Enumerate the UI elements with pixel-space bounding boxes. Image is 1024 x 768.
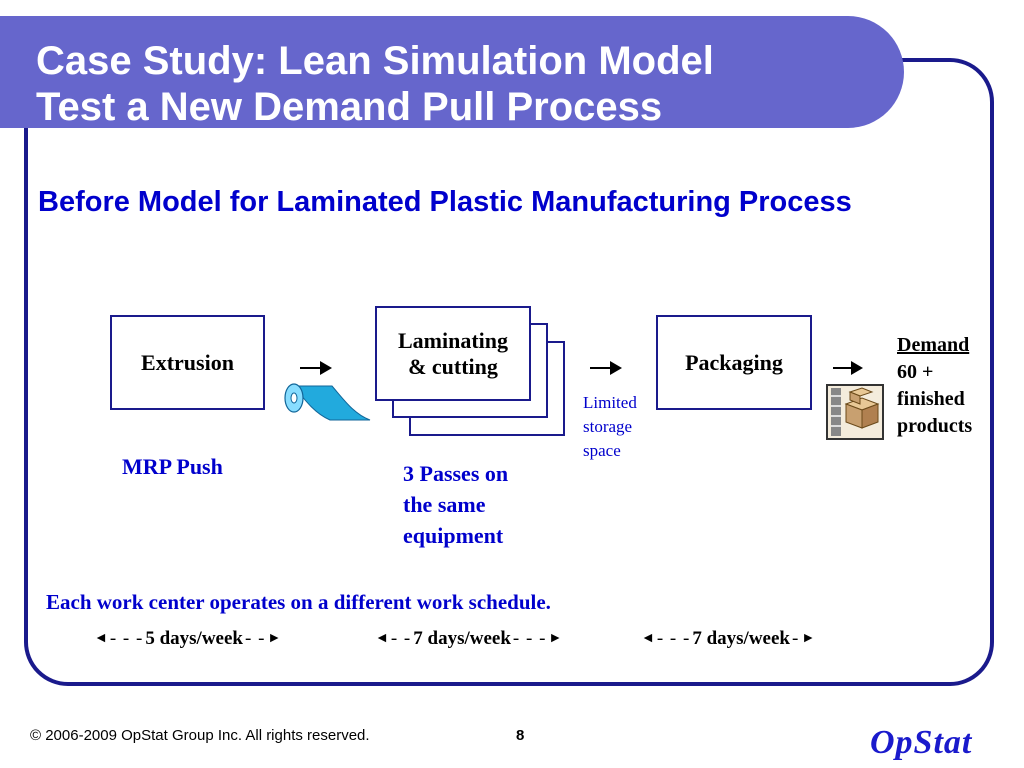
extrusion-box: Extrusion bbox=[110, 315, 265, 410]
schedule-note: Each work center operates on a different… bbox=[46, 590, 551, 614]
slide-subtitle: Before Model for Laminated Plastic Manuf… bbox=[38, 186, 852, 218]
opstat-logo: OpStat bbox=[870, 724, 973, 761]
laminating-box: Laminating & cutting bbox=[375, 306, 531, 401]
copyright-text: © 2006-2009 OpStat Group Inc. All rights… bbox=[30, 727, 370, 744]
flow-arrow-1 bbox=[300, 361, 332, 375]
laminating-label-line-1: Laminating bbox=[397, 327, 509, 353]
demand-title: Demand bbox=[897, 334, 970, 356]
slide-title: Case Study: Lean Simulation Model Test a… bbox=[36, 38, 714, 130]
storage-note: Limited storage space bbox=[583, 391, 637, 463]
storage-line-2: storage bbox=[583, 417, 633, 436]
packaging-label: Packaging bbox=[685, 349, 783, 375]
passes-line-2: the same bbox=[403, 492, 486, 517]
mrp-push-label: MRP Push bbox=[122, 454, 223, 479]
demand-line-2: finished bbox=[897, 388, 965, 410]
demand-line-3: products bbox=[897, 415, 973, 437]
schedule-label-3: 7 days/week bbox=[692, 628, 790, 649]
boxes-icon bbox=[826, 384, 884, 440]
storage-line-1: Limited bbox=[583, 393, 637, 412]
plastic-roll-icon bbox=[284, 383, 371, 421]
schedule-label-2: 7 days/week bbox=[413, 628, 511, 649]
demand-note: Demand 60 + finished products bbox=[897, 332, 972, 440]
schedule-label-1: 5 days/week bbox=[145, 628, 243, 649]
laminating-label-line-2: & cutting bbox=[408, 353, 498, 379]
extrusion-label: Extrusion bbox=[141, 349, 234, 375]
title-line-1: Case Study: Lean Simulation Model bbox=[36, 39, 714, 83]
packaging-box: Packaging bbox=[656, 315, 812, 410]
passes-line-1: 3 Passes on bbox=[403, 461, 509, 486]
passes-line-3: equipment bbox=[403, 523, 504, 548]
schedule-laminating: ◄- -7 days/week- - -► bbox=[375, 628, 563, 649]
demand-line-1: 60 + bbox=[897, 361, 934, 383]
passes-note: 3 Passes on the same equipment bbox=[403, 458, 508, 551]
flow-arrow-3 bbox=[833, 361, 863, 375]
flow-arrow-2 bbox=[590, 361, 622, 375]
schedule-extrusion: ◄- - -5 days/week- -► bbox=[94, 628, 282, 649]
page-number: 8 bbox=[516, 727, 525, 744]
title-line-2: Test a New Demand Pull Process bbox=[36, 85, 663, 129]
storage-line-3: space bbox=[583, 441, 621, 460]
schedule-packaging: ◄- - -7 days/week-► bbox=[641, 628, 816, 649]
title-bar: Case Study: Lean Simulation Model Test a… bbox=[0, 16, 904, 130]
